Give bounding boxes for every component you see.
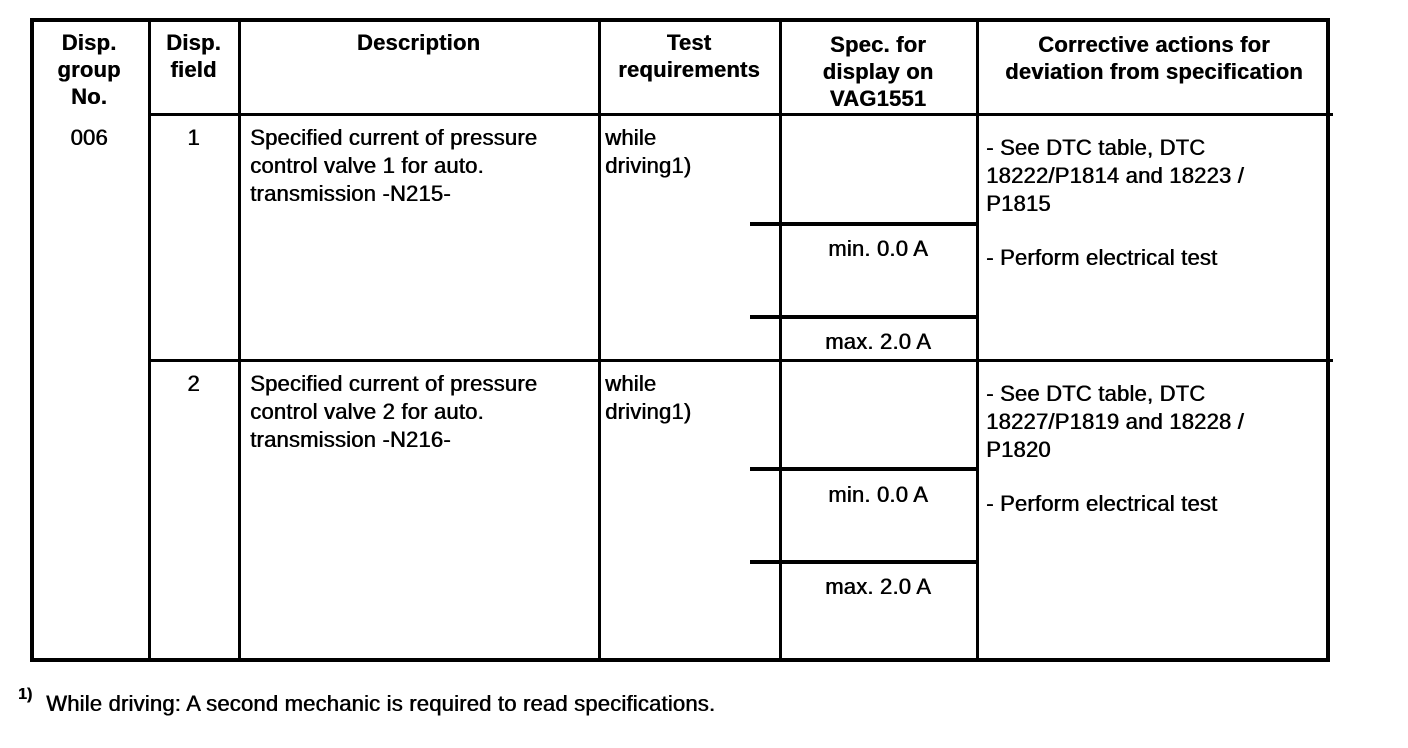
cell-row2-spec-max: max. 2.0 A <box>825 574 931 599</box>
cell-row1-spec-min: min. 0.0 A <box>828 236 928 261</box>
cell-row2-corrective-test: - Perform electrical test <box>986 491 1218 516</box>
cell-row2-description: Specified current of pressure control va… <box>250 371 538 452</box>
cell-row1-corrective-test: - Perform electrical test <box>986 245 1218 270</box>
column-rule-groupno-field <box>148 18 151 662</box>
header-bottom-rule <box>148 113 1333 116</box>
table-outer-border <box>30 18 1330 662</box>
spec-subdivider-row2-max <box>750 560 977 564</box>
cell-row1-corrective-dtc: - See DTC table, DTC 18222/P1814 and 182… <box>986 135 1244 216</box>
column-rule-description-test <box>598 18 601 662</box>
cell-group-no: 006 <box>70 125 108 150</box>
header-corrective-actions: Corrective actions for deviation from sp… <box>1005 32 1303 84</box>
cell-row2-corrective-dtc: - See DTC table, DTC 18227/P1819 and 182… <box>986 381 1244 462</box>
column-rule-spec-corrective <box>976 18 979 662</box>
column-rule-test-spec <box>779 18 782 662</box>
header-test-requirements: Test requirements <box>618 30 760 82</box>
header-disp-group-no: Disp. group No. <box>57 30 121 109</box>
spec-subdivider-row1-max <box>750 315 977 319</box>
header-disp-field: Disp. field <box>166 30 221 82</box>
spec-subdivider-row1-min <box>750 222 977 226</box>
column-rule-field-description <box>238 18 241 662</box>
cell-row2-field: 2 <box>187 371 200 396</box>
cell-row1-description: Specified current of pressure control va… <box>250 125 538 206</box>
cell-row2-test-requirements: while driving1) <box>605 371 692 424</box>
footnote-text: While driving: A second mechanic is requ… <box>46 691 716 716</box>
cell-row1-field: 1 <box>187 125 200 150</box>
cell-row2-spec-min: min. 0.0 A <box>828 482 928 507</box>
footnote-marker: 1) <box>18 686 33 703</box>
spec-subdivider-row2-min <box>750 467 977 471</box>
header-spec-display: Spec. for display on VAG1551 <box>822 32 934 111</box>
row-divider-rule <box>148 359 1333 362</box>
cell-row1-spec-max: max. 2.0 A <box>825 329 931 354</box>
header-description: Description <box>356 30 481 55</box>
cell-row1-test-requirements: while driving1) <box>605 125 692 178</box>
